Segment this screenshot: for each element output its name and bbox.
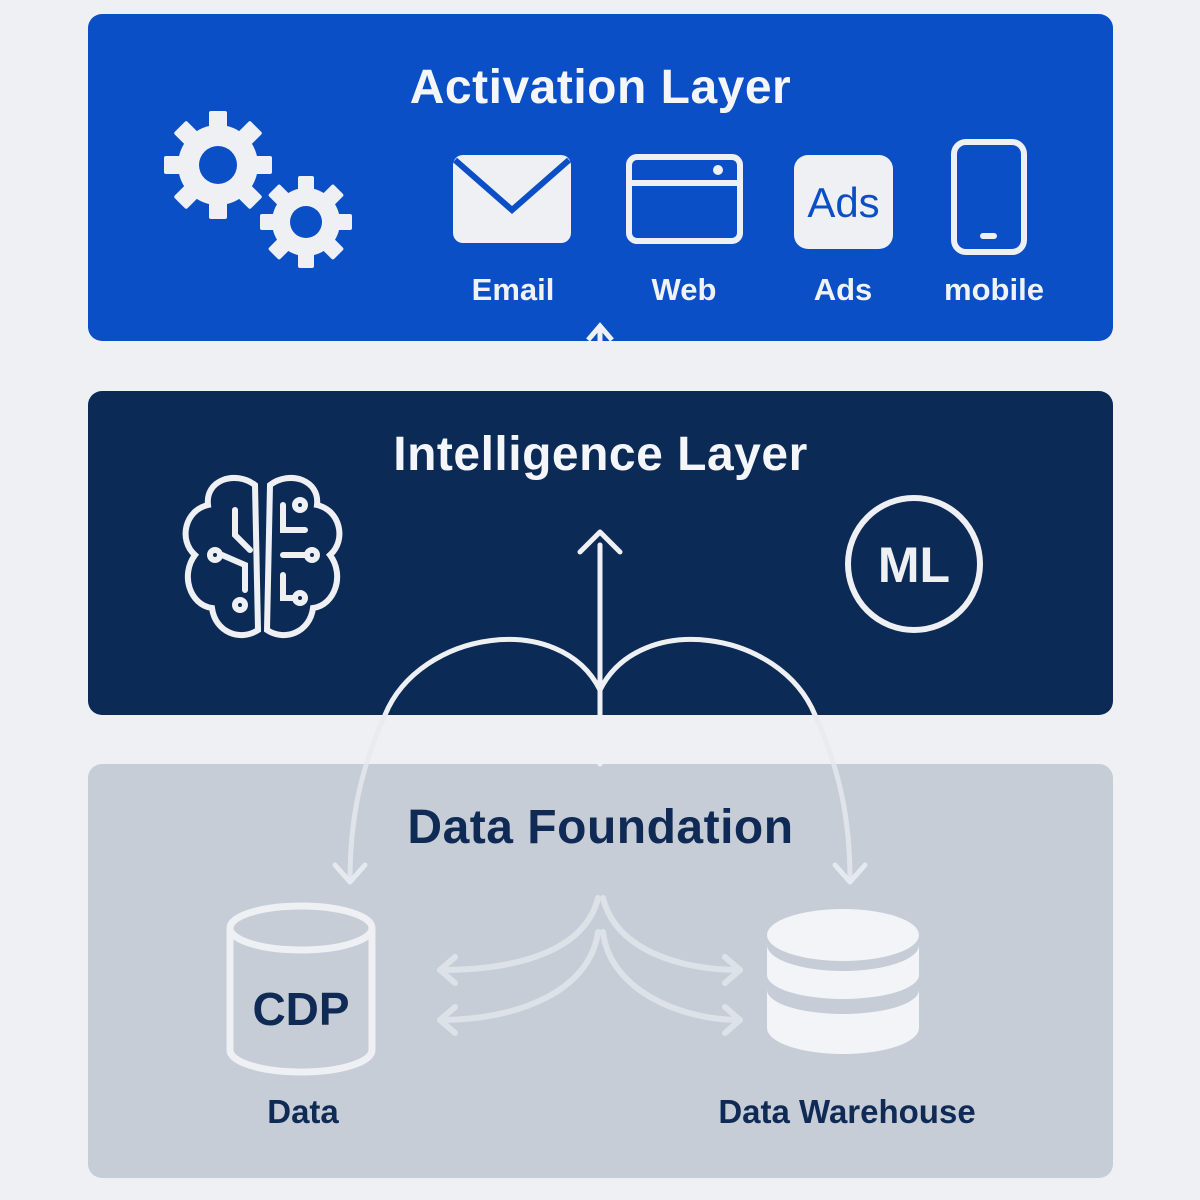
cdp-text: CDP <box>252 983 349 1035</box>
cdp-label: Data <box>267 1093 339 1130</box>
bidirectional-data-arrows <box>437 895 743 1036</box>
gears-icon <box>164 111 352 268</box>
ml-badge-text: ML <box>878 537 950 593</box>
data-warehouse-icon <box>767 909 919 1054</box>
ml-badge: ML <box>845 495 983 633</box>
brain-circuit-icon <box>182 474 343 638</box>
ads-badge-text: Ads <box>807 179 879 226</box>
channel-label-web: Web <box>651 272 717 307</box>
envelope-icon <box>453 155 571 243</box>
channel-label-ads: Ads <box>813 272 873 307</box>
channel-label-email: Email <box>471 272 555 307</box>
activation-layer-title: Activation Layer <box>409 61 792 114</box>
warehouse-label: Data Warehouse <box>718 1093 976 1130</box>
up-arrow-to-activation <box>586 322 614 391</box>
data-foundation-panel: Data Foundation <box>88 764 1113 1178</box>
intelligence-layer-title: Intelligence Layer <box>393 428 808 481</box>
data-foundation-title: Data Foundation <box>407 801 794 854</box>
smartphone-icon <box>951 139 1027 255</box>
channel-label-mobile: mobile <box>944 272 1044 307</box>
cdp-database-icon: CDP <box>226 902 376 1076</box>
ads-badge-icon: Ads <box>794 155 893 249</box>
central-flow-arrows <box>332 529 868 885</box>
browser-window-icon <box>626 154 743 244</box>
activation-layer-panel: Activation Layer <box>88 14 1113 341</box>
